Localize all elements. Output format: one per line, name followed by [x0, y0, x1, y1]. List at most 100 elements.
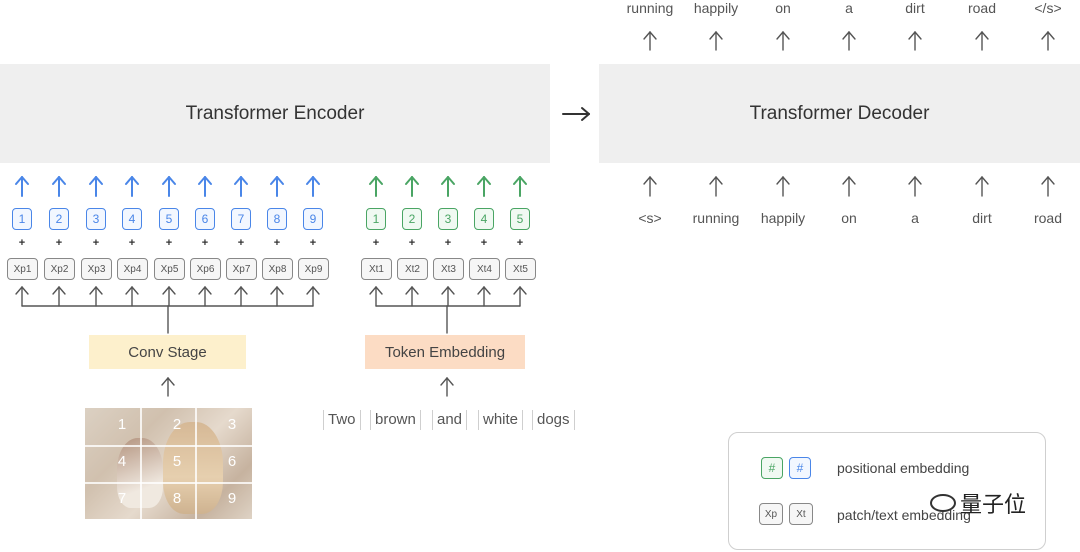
decoder-input-arrow-head	[649, 176, 657, 185]
text-token-5: Xt5	[505, 258, 536, 280]
grid-line-h	[85, 482, 252, 484]
patch-encoder-arrow-head	[162, 176, 170, 185]
decoder-output-arrow-head	[914, 31, 922, 40]
decoder-output-arrow-head	[643, 31, 651, 40]
input-word-5: dogs	[532, 410, 575, 430]
patch-pos-5: 5	[159, 208, 179, 230]
decoder-input-arrow-head	[643, 176, 651, 185]
legend-xt-box: Xt	[789, 503, 813, 525]
patch-encoder-arrow-head	[168, 176, 176, 185]
patch-encoder-arrow-head	[58, 176, 66, 185]
plus-sign: +	[18, 237, 26, 249]
grid-line-h	[85, 445, 252, 447]
text-branch-arrow-head	[411, 286, 419, 295]
text-encoder-arrow-head	[483, 176, 491, 185]
patch-branch-arrow-head	[52, 286, 60, 295]
text-encoder-arrow-head	[477, 176, 485, 185]
patch-branch-arrow-head	[21, 286, 29, 295]
decoder-input-arrow-head	[709, 176, 717, 185]
text-pos-5: 5	[510, 208, 530, 230]
patch-branch-arrow-head	[270, 286, 278, 295]
encoder-decoder-arrow-head	[581, 107, 590, 115]
patch-token-8: Xp8	[262, 258, 293, 280]
decoder-output-arrow-head	[649, 31, 657, 40]
decoder-input-2: running	[692, 210, 740, 226]
legend-positional-label: positional embedding	[837, 460, 970, 476]
text-pos-1: 1	[366, 208, 386, 230]
text-encoder-arrow-head	[369, 176, 377, 185]
patch-encoder-arrow-head	[234, 176, 242, 185]
text-branch-arrow-head	[519, 286, 527, 295]
text-encoder-arrow-head	[405, 176, 413, 185]
encoder-decoder-arrow-head	[581, 113, 590, 121]
decoder-input-arrow-head	[1047, 176, 1055, 185]
plus-sign: +	[55, 237, 63, 249]
decoder-input-5: a	[911, 210, 919, 226]
decoder-output-2: happily	[693, 0, 739, 16]
patch-token-1: Xp1	[7, 258, 38, 280]
text-branch-arrow-head	[369, 286, 377, 295]
decoder-input-arrow-head	[981, 176, 989, 185]
plus-sign: +	[309, 237, 317, 249]
patch-encoder-arrow-head	[125, 176, 133, 185]
image-grid-lines	[85, 408, 252, 519]
words-to-token-arrow-head	[446, 377, 454, 386]
decoder-input-6: dirt	[972, 210, 992, 226]
grid-line-v	[195, 408, 197, 519]
patch-branch-arrow-head	[131, 286, 139, 295]
patch-encoder-arrow-head	[276, 176, 284, 185]
decoder-output-3: on	[775, 0, 791, 16]
decoder-output-arrow-head	[842, 31, 850, 40]
text-pos-4: 4	[474, 208, 494, 230]
patch-branch-arrow-head	[95, 286, 103, 295]
patch-encoder-arrow-head	[240, 176, 248, 185]
text-encoder-arrow-head	[375, 176, 383, 185]
text-encoder-arrow-head	[513, 176, 521, 185]
decoder-output-arrow-head	[709, 31, 717, 40]
patch-encoder-arrow-head	[312, 176, 320, 185]
patch-branch-arrow-head	[276, 286, 284, 295]
legend-xp-box: Xp	[759, 503, 783, 525]
decoder-input-arrow-head	[914, 176, 922, 185]
patch-branch-arrow-head	[234, 286, 242, 295]
patch-token-4: Xp4	[117, 258, 148, 280]
decoder-input-arrow-head	[908, 176, 916, 185]
grid-cell-9: 9	[227, 490, 237, 507]
patch-branch-arrow-head	[162, 286, 170, 295]
text-token-4: Xt4	[469, 258, 500, 280]
decoder-output-arrow-head	[715, 31, 723, 40]
patch-pos-9: 9	[303, 208, 323, 230]
decoder-output-arrow-head	[848, 31, 856, 40]
patch-branch-arrow-head	[125, 286, 133, 295]
decoder-output-arrow-head	[981, 31, 989, 40]
patch-branch-arrow-head	[306, 286, 314, 295]
patch-pos-3: 3	[86, 208, 106, 230]
text-branch-arrow-head	[513, 286, 521, 295]
patch-pos-2: 2	[49, 208, 69, 230]
plus-sign: +	[237, 237, 245, 249]
words-to-token-arrow-head	[440, 377, 448, 386]
patch-branch-arrow-head	[58, 286, 66, 295]
plus-sign: +	[128, 237, 136, 249]
grid-cell-4: 4	[117, 453, 127, 470]
decoder-input-arrow-head	[715, 176, 723, 185]
grid-cell-6: 6	[227, 453, 237, 470]
decoder-output-arrow-head	[1041, 31, 1049, 40]
legend-green-pos-box: #	[761, 457, 783, 479]
decoder-output-arrow-head	[908, 31, 916, 40]
patch-pos-1: 1	[12, 208, 32, 230]
text-token-2: Xt2	[397, 258, 428, 280]
image-to-conv-arrow-head	[167, 377, 175, 386]
decoder-output-1: running	[626, 0, 674, 16]
decoder-input-3: happily	[760, 210, 806, 226]
decoder-input-arrow-head	[1041, 176, 1049, 185]
patch-encoder-arrow-head	[131, 176, 139, 185]
token-embedding-label: Token Embedding	[384, 343, 506, 361]
text-branch-arrow-head	[441, 286, 449, 295]
dog-right	[163, 422, 223, 514]
text-encoder-arrow-head	[411, 176, 419, 185]
decoder-output-arrow-head	[975, 31, 983, 40]
decoder-input-arrow-head	[848, 176, 856, 185]
patch-encoder-arrow-head	[52, 176, 60, 185]
